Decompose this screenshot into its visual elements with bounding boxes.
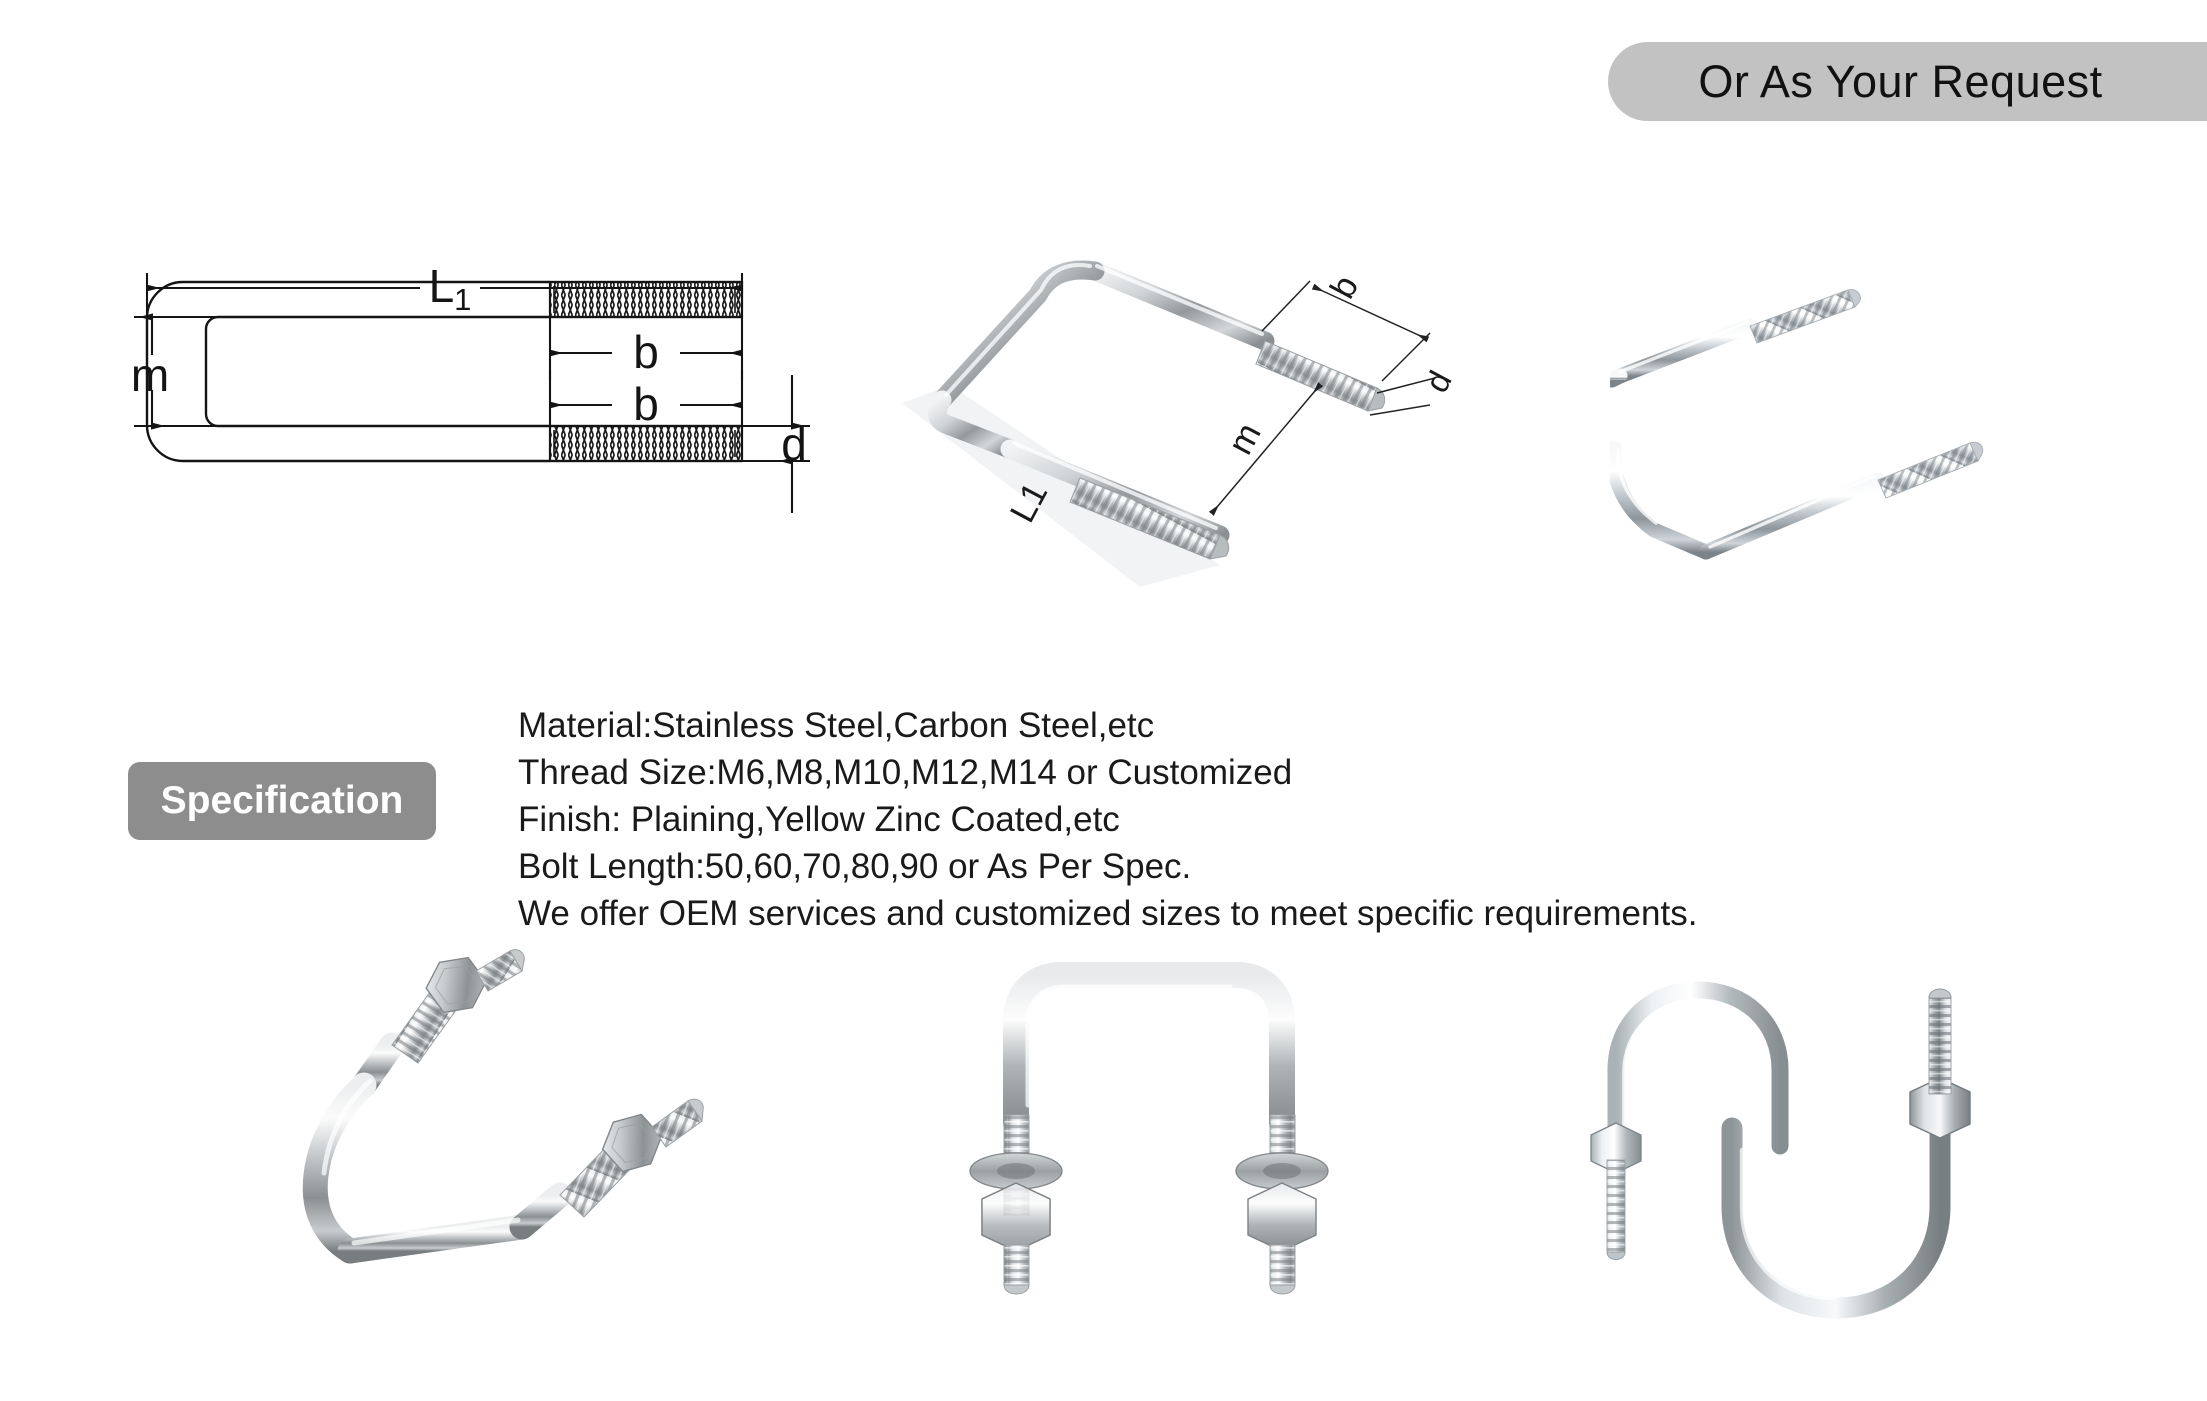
technical-drawing: L1 m b b d <box>120 255 860 665</box>
spec-line-finish: Finish: Plaining,Yellow Zinc Coated,etc <box>518 800 1120 839</box>
dimension-label-b-bottom: b <box>633 378 659 430</box>
header-banner-label: Or As Your Request <box>1698 55 2103 107</box>
specification-badge: Specification <box>128 762 436 840</box>
specification-badge-label: Specification <box>160 779 404 822</box>
iso-label-d: d <box>1418 365 1459 399</box>
specification-text-block: Material:Stainless Steel,Carbon Steel,et… <box>518 705 1818 940</box>
product-photo-u-bolt-front-with-washers <box>930 945 1380 1345</box>
dimension-label-b-top: b <box>633 326 659 378</box>
iso-label-b: b <box>1323 269 1367 304</box>
header-banner: Or As Your Request <box>1608 42 2207 121</box>
dimension-label-m: m <box>131 349 169 401</box>
spec-line-oem-note: We offer OEM services and customized siz… <box>518 894 1698 933</box>
spec-line-bolt-length: Bolt Length:50,60,70,80,90 or As Per Spe… <box>518 847 1192 886</box>
spec-line-material: Material:Stainless Steel,Carbon Steel,et… <box>518 706 1155 745</box>
spec-line-thread-size: Thread Size:M6,M8,M10,M12,M14 or Customi… <box>518 753 1293 792</box>
dimension-label-L1: L1 <box>429 260 472 317</box>
dimension-label-d: d <box>781 418 807 470</box>
product-photo-round-u-bolt-pair <box>1580 960 2050 1350</box>
product-photo-square-u-bolt-with-nuts <box>260 945 750 1335</box>
isometric-dimension-render: b d m L1 <box>890 235 1470 645</box>
product-photo-zinc-square-u-bolt <box>1610 280 2080 630</box>
